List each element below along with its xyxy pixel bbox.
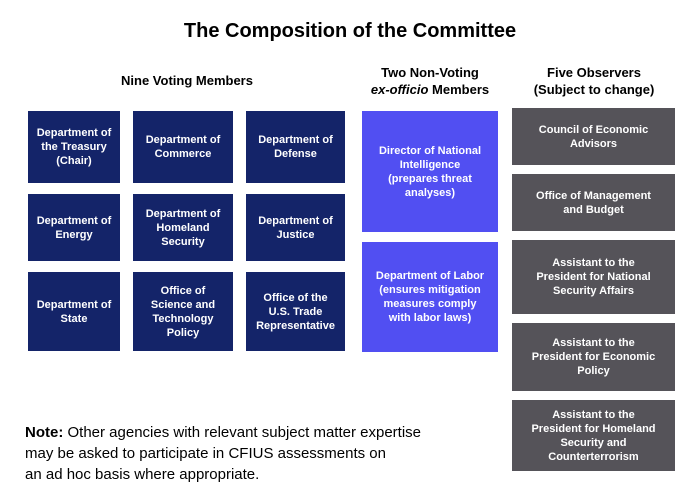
voting-member-box-defense: Department of Defense: [246, 111, 345, 183]
observer-box-national-security-affairs: Assistant to the President for National …: [512, 240, 675, 314]
ex-officio-header-italic: ex-officio: [370, 82, 429, 97]
observer-box-omb: Office of Management and Budget: [512, 174, 675, 231]
voting-member-box-ustr: Office of the U.S. Trade Representative: [246, 272, 345, 351]
observers-header-line2: (Subject to change): [533, 82, 655, 97]
observer-box-cea: Council of Economic Advisors: [512, 108, 675, 165]
footnote-prefix: Note:: [25, 424, 64, 441]
voting-member-box-state: Department of State: [28, 272, 120, 351]
ex-officio-header-line2-rest: Members: [428, 82, 490, 97]
voting-member-box-energy: Department of Energy: [28, 194, 120, 261]
observer-box-economic-policy: Assistant to the President for Economic …: [512, 323, 675, 391]
ex-officio-box-labor: Department of Labor (ensures mitigation …: [362, 242, 498, 352]
voting-member-box-homeland-security: Department of Homeland Security: [133, 194, 233, 261]
ex-officio-members-column: Director of National Intelligence (prepa…: [362, 111, 498, 352]
ex-officio-header-line1: Two Non-Voting: [381, 65, 479, 80]
observers-column: Council of Economic Advisors Office of M…: [512, 108, 675, 471]
column-header-observers: Five Observers (Subject to change): [504, 64, 684, 98]
voting-member-box-justice: Department of Justice: [246, 194, 345, 261]
footnote-text: Other agencies with relevant subject mat…: [25, 424, 421, 483]
voting-member-box-commerce: Department of Commerce: [133, 111, 233, 183]
ex-officio-box-dni: Director of National Intelligence (prepa…: [362, 111, 498, 232]
page-title: The Composition of the Committee: [183, 20, 517, 42]
column-header-ex-officio-members: Two Non-Voting ex-officio Members: [352, 64, 508, 98]
voting-members-grid: Department of the Treasury (Chair) Depar…: [28, 111, 345, 351]
voting-header-text: Nine Voting Members: [121, 73, 253, 88]
observer-box-homeland-counterterrorism: Assistant to the President for Homeland …: [512, 400, 675, 471]
observers-header-line1: Five Observers: [547, 65, 641, 80]
column-header-voting-members: Nine Voting Members: [28, 72, 346, 89]
voting-member-box-treasury: Department of the Treasury (Chair): [28, 111, 120, 183]
footnote: Note: Other agencies with relevant subje…: [25, 401, 495, 485]
voting-member-box-ostp: Office of Science and Technology Policy: [133, 272, 233, 351]
